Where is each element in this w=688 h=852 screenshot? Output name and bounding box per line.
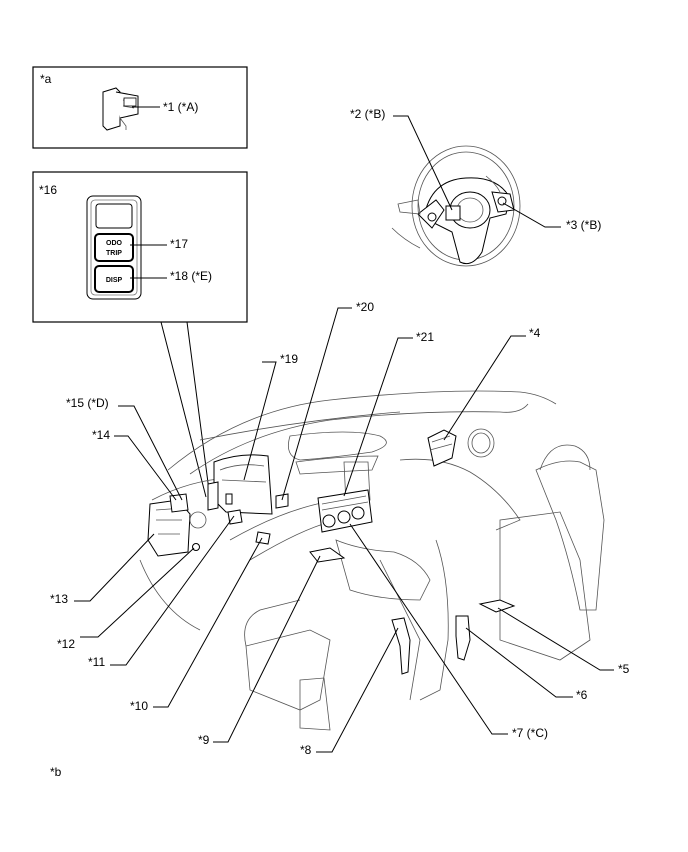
leader-11 <box>110 515 235 666</box>
disp-label: DISP <box>106 277 123 284</box>
leader-20 <box>281 307 352 501</box>
leader-15 <box>118 405 183 501</box>
leader-21 <box>343 337 413 497</box>
callout-10: *10 <box>130 699 148 713</box>
inset-a: *a *1 (*A) <box>32 66 248 149</box>
leader-7 <box>349 523 508 735</box>
leader-8 <box>316 627 399 753</box>
connector-part-icon <box>102 87 139 131</box>
leader-9 <box>213 555 321 743</box>
leader-12 <box>80 547 195 638</box>
callout-6: *6 <box>576 688 588 702</box>
callout-7: *7 (*C) <box>512 726 548 740</box>
leader-5 <box>497 607 614 671</box>
leader-14 <box>114 435 177 501</box>
callout-13: *13 <box>50 592 68 606</box>
leader-3 <box>502 202 561 228</box>
leader-6 <box>465 627 573 698</box>
callout-20: *20 <box>356 300 374 314</box>
leader-2 <box>393 115 453 211</box>
callout-11: *11 <box>88 655 105 669</box>
callout-3: *3 (*B) <box>566 218 601 232</box>
leader-10 <box>153 537 263 708</box>
inset-16-pointer <box>160 321 211 499</box>
trip-label: TRIP <box>106 250 122 257</box>
inset-16-tag: *16 <box>39 183 57 197</box>
inset-16: *16 ODO TRIP DISP *17 *18 (*E) <box>32 171 248 323</box>
callout-17: *17 <box>170 237 188 251</box>
leader-19 <box>243 361 277 481</box>
disp-button[interactable]: DISP <box>94 265 134 293</box>
callout-1: *1 (*A) <box>163 100 198 114</box>
leader-4 <box>443 335 526 441</box>
callout-21: *21 <box>416 330 434 344</box>
callout-14: *14 <box>92 428 110 442</box>
callout-2: *2 (*B) <box>350 107 385 121</box>
footer-tag: *b <box>50 765 62 779</box>
callout-15: *15 (*D) <box>66 396 109 410</box>
leader-13 <box>74 533 155 602</box>
steering-wheel-illustration <box>391 145 521 267</box>
callout-5: *5 <box>618 662 630 676</box>
callout-4: *4 <box>529 326 541 340</box>
odo-label: ODO <box>106 240 123 247</box>
odo-trip-button[interactable]: ODO TRIP <box>94 233 134 262</box>
inset-a-tag: *a <box>40 72 52 86</box>
callout-12: *12 <box>57 637 75 651</box>
callout-9: *9 <box>198 733 210 747</box>
callout-8: *8 <box>300 743 312 757</box>
callout-19: *19 <box>280 352 298 366</box>
callout-18: *18 (*E) <box>170 269 212 283</box>
cabin-illustration <box>139 390 605 731</box>
